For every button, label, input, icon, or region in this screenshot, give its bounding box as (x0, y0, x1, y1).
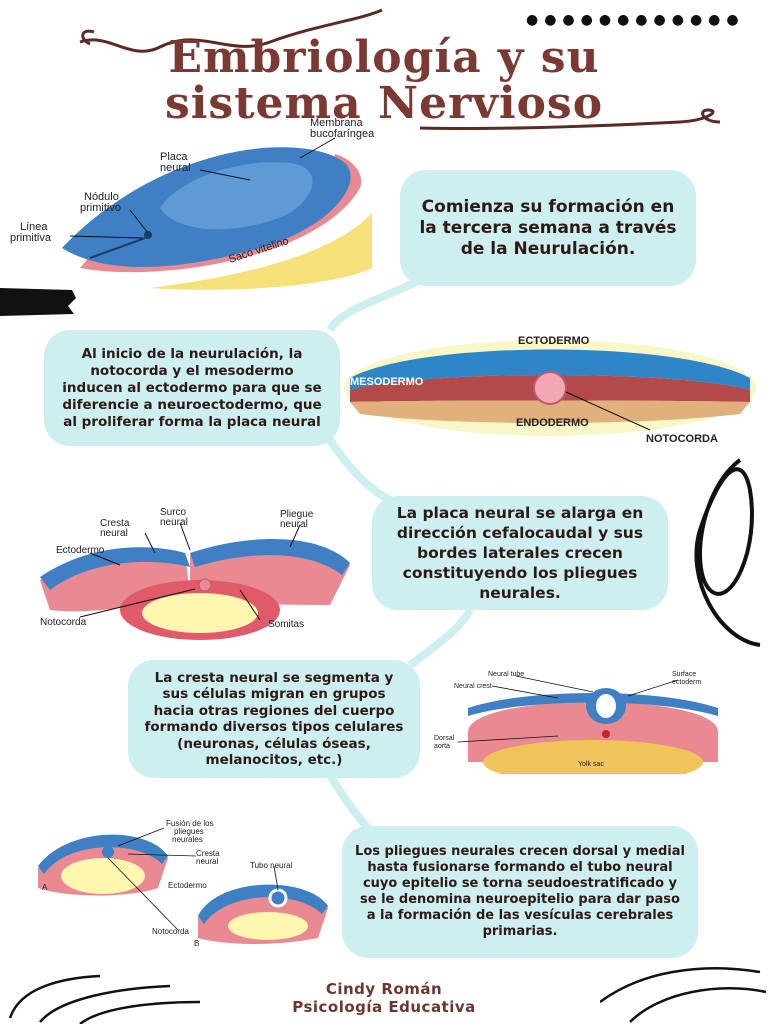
label-ectodermo: Ectodermo (168, 881, 207, 890)
label-primitiva: primitiva (10, 232, 52, 244)
embryonic-disc-figure: Membrana bucofaríngea Placa neural Nódul… (10, 118, 375, 290)
label-a: A (42, 883, 48, 892)
label-nodulo: Nódulo (84, 191, 119, 203)
yolk-sac (150, 213, 372, 290)
bubble-neural-tube-formation: Los pliegues neurales crecen dorsal y me… (342, 826, 698, 958)
author-course: Psicología Educativa (292, 998, 476, 1016)
neural-tube-section-figure: Neural tube Neural crest Surface ectoder… (428, 662, 758, 774)
bubble-notochord-induction: Al inicio de la neurulación, la notocord… (44, 330, 340, 446)
label-surco: Surco (160, 507, 187, 518)
label-ectoderm: ectoderm (672, 679, 701, 686)
label-placa-neural: neural (160, 162, 191, 174)
label-membrana: Membrana (310, 118, 363, 129)
germ-layers-figure: ECTODERMO MESODERMO ENDODERMO NOTOCORDA (344, 335, 756, 445)
author-name: Cindy Román (325, 980, 443, 998)
neural-tube-closure-figure: Fusión de los pliegues neurales Cresta n… (38, 819, 328, 948)
label-notocorda: NOTOCORDA (646, 433, 718, 445)
bubble-neurulation-start: Comienza su formación en la tercera sema… (400, 170, 696, 286)
title-swirl-decoration (79, 8, 383, 53)
dots-decoration: ●●●●●●●●●●●● (526, 12, 745, 28)
label-notocorda: Notocorda (40, 617, 87, 628)
label-notocorda: Notocorda (152, 927, 189, 936)
label-fusion: Fusión de los (166, 819, 214, 828)
label-ectodermo: ECTODERMO (518, 335, 590, 347)
label-primitivo: primitivo (80, 202, 121, 214)
label-somitas: Somitas (268, 619, 304, 630)
label-bucofaringea: bucofaríngea (310, 128, 375, 140)
label-neural-tube: Neural tube (488, 671, 524, 678)
label-linea: Línea (20, 221, 48, 233)
page-title-line2: sistema Nervioso (164, 78, 604, 129)
scribble-decoration (694, 458, 761, 647)
label-pliegue: Pliegue (280, 509, 314, 520)
page-title-line1: Embriología y su (168, 32, 600, 83)
label-endodermo: ENDODERMO (516, 417, 589, 429)
label-b: B (194, 939, 199, 948)
label-cresta: Cresta (100, 518, 130, 529)
label-neural-crest: Neural crest (454, 683, 492, 690)
label-yolk: Yolk sac (578, 761, 604, 768)
label-neurales: neurales (172, 835, 203, 844)
label-placa: Placa (160, 151, 188, 163)
label-aorta: aorta (434, 743, 450, 750)
label-surco-neural: neural (160, 517, 188, 528)
label-tubo: Tubo neural (250, 861, 293, 870)
label-cresta-neural: neural (196, 857, 218, 866)
bubble-neural-crest-migration: La cresta neural se segmenta y sus célul… (128, 660, 420, 778)
title-underline-swirl (420, 108, 721, 131)
bottom-left-swirls (8, 974, 201, 1024)
label-ectodermo: Ectodermo (56, 545, 105, 556)
bubble-neural-plate-elongates: La placa neural se alarga en dirección c… (372, 496, 668, 610)
neural-folds-figure: Surco neural Cresta neural Pliegue neura… (40, 507, 350, 640)
bottom-right-swirls (600, 967, 767, 1023)
label-mesodermo: MESODERMO (350, 376, 424, 388)
label-dorsal: Dorsal (434, 735, 455, 742)
label-surface: Surface (672, 671, 696, 678)
label-pliegues: pliegues (174, 827, 204, 836)
neural-plate (160, 162, 313, 230)
label-cresta-neural: neural (100, 528, 128, 539)
label-pliegue-neural: neural (280, 519, 308, 530)
label-cresta: Cresta (196, 849, 220, 858)
brush-stroke-decoration (0, 288, 76, 316)
